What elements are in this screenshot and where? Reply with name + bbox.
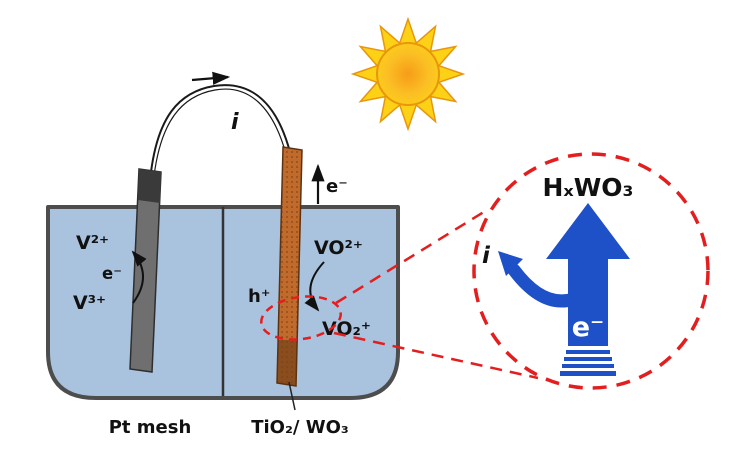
- oxide-electrode-label: TiO₂/ WO₃: [251, 417, 349, 438]
- wire: [150, 84, 291, 177]
- oxide-electrode-leader-line: [288, 381, 296, 411]
- electron-out-label: e⁻: [326, 176, 348, 197]
- current-branch-arrow: [507, 263, 581, 308]
- oxide-electrode: [276, 146, 303, 387]
- redox-arrow-right: [304, 261, 325, 312]
- wire-current-label: i: [231, 110, 239, 135]
- species-v2-label: V²⁺: [76, 232, 109, 254]
- current-branch-arrowhead: [498, 251, 523, 276]
- sun-core: [376, 42, 440, 106]
- species-vo2plus-label: VO²⁺: [314, 237, 363, 259]
- zoom-electron-label: e⁻: [572, 312, 605, 343]
- sun-icon: [350, 16, 466, 132]
- zoom-connector-top: [335, 208, 488, 305]
- pt-electrode-cap: [138, 169, 161, 203]
- wo3-layer-lines: [560, 350, 616, 376]
- wire-current-arrow: [191, 71, 231, 85]
- zoom-highlight-ellipse: [260, 295, 342, 341]
- pt-electrode: [129, 168, 162, 373]
- species-vo2-label: VO₂⁺: [322, 318, 371, 340]
- zoom-connector-bottom: [333, 331, 539, 380]
- electron-left-label: e⁻: [102, 264, 122, 283]
- redox-arrow-left: [131, 250, 147, 304]
- zoom-current-label: i: [482, 243, 491, 269]
- electron-flow-arrow: [546, 203, 630, 346]
- hole-label: h⁺: [248, 286, 270, 307]
- species-v3-label: V³⁺: [73, 292, 106, 314]
- zoom-product-label: HₓWO₃: [542, 173, 633, 202]
- pt-electrode-label: Pt mesh: [109, 417, 192, 438]
